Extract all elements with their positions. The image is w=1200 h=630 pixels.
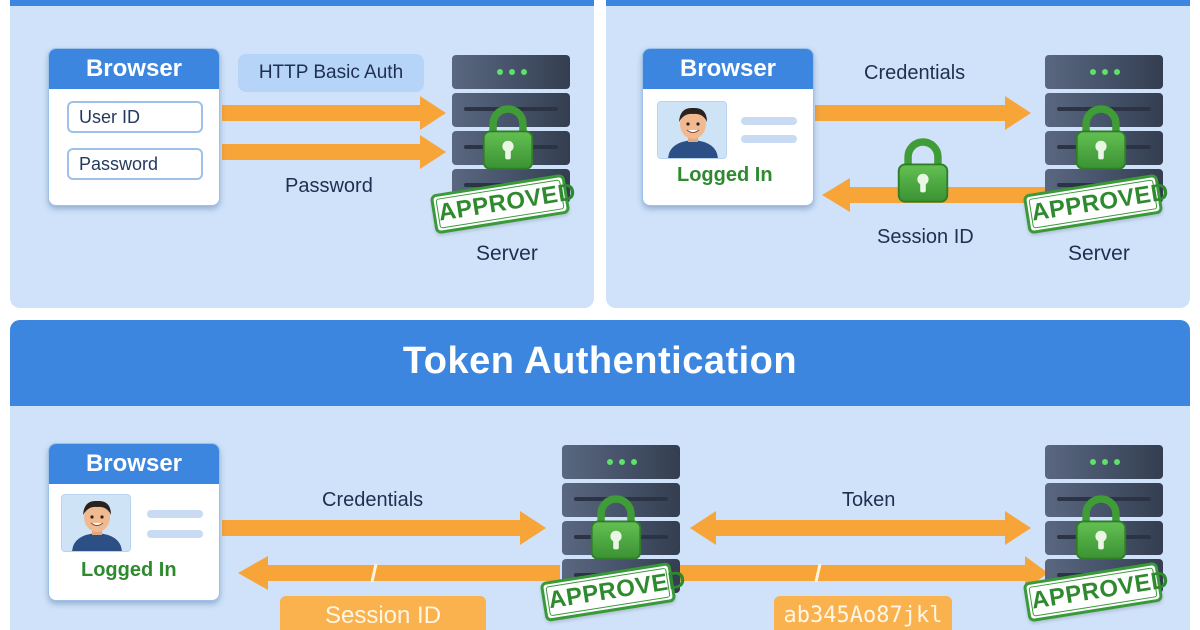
password-field[interactable]: Password: [67, 148, 203, 180]
arrow-label-password: Password: [285, 175, 373, 197]
text-placeholder-line: [147, 530, 203, 538]
browser-title: Browser: [49, 49, 219, 89]
arrow-label-credentials: Credentials: [322, 489, 424, 511]
browser-window: Browser Logged In: [48, 443, 220, 601]
arrow-left-icon: [238, 556, 560, 590]
arrow-right-icon: [222, 96, 446, 130]
arrow-label-session-id: Session ID: [877, 226, 974, 248]
text-placeholder-line: [147, 510, 203, 518]
arrow-label-token: Token: [842, 489, 896, 511]
arrow-right-icon: [680, 556, 1048, 590]
avatar-icon: [61, 494, 131, 552]
browser-title: Browser: [643, 49, 813, 89]
text-placeholder-line: [741, 135, 797, 143]
method-label: HTTP Basic Auth: [238, 54, 424, 92]
panel-title: Token Authentication: [402, 340, 798, 382]
arrow-right-icon: [222, 511, 546, 545]
panel-top-bar: [606, 0, 1190, 6]
session-id-tag: Session ID: [280, 596, 486, 630]
arrow-right-icon: [222, 135, 446, 169]
token-value-tag: ab345Ao87jkl: [774, 596, 952, 630]
logged-in-status: Logged In: [81, 559, 177, 581]
token-panel-header: Token Authentication: [10, 320, 1190, 406]
panel-top-bar: [10, 0, 594, 6]
double-arrow-icon: [690, 511, 1031, 545]
browser-window: Browser User ID Password: [48, 48, 220, 206]
arrow-label-credentials: Credentials: [864, 62, 966, 84]
arrow-right-icon: [815, 96, 1031, 130]
padlock-icon: [899, 142, 948, 202]
browser-title: Browser: [49, 444, 219, 484]
server-label: Server: [476, 242, 538, 265]
user-id-field[interactable]: User ID: [67, 101, 203, 133]
server-label: Server: [1068, 242, 1130, 265]
text-placeholder-line: [741, 117, 797, 125]
browser-window: Browser Logged In: [642, 48, 814, 206]
logged-in-status: Logged In: [677, 164, 773, 186]
avatar-icon: [657, 101, 727, 159]
